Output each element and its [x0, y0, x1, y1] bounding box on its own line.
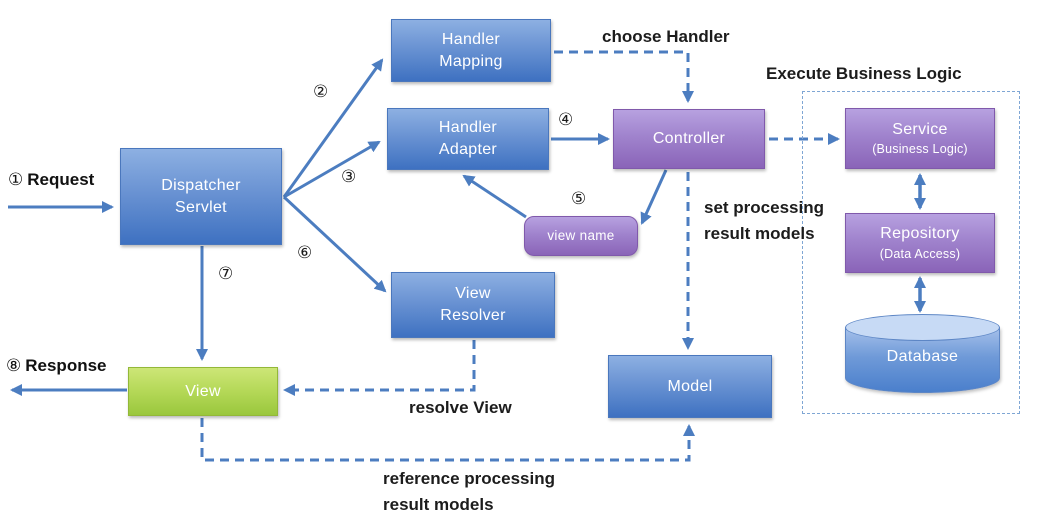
arrow-step2-dispatcher-to-handler-mapping [282, 58, 384, 198]
execute-business-logic-label: Execute Business Logic [766, 64, 962, 83]
step6-number: ⑥ [297, 243, 313, 262]
arrow-controller-to-view-name [640, 169, 668, 225]
step8-number: ⑧ [6, 356, 22, 375]
node-handler-adapter: Handler Adapter [387, 108, 549, 170]
step3-number: ③ [341, 167, 357, 186]
step5-number: ⑤ [571, 189, 587, 208]
node-service: Service (Business Logic) [845, 108, 995, 169]
repository-subtitle: (Data Access) [879, 246, 961, 261]
step1-number: ① [8, 170, 24, 189]
step4-number: ④ [558, 110, 574, 129]
node-database: Database [845, 314, 1000, 396]
dashed-choose-handler-to-controller [554, 50, 694, 103]
node-controller: Controller [613, 109, 765, 169]
arrow-step6-dispatcher-to-view-resolver [282, 195, 387, 293]
request-text: Request [27, 170, 95, 189]
node-model: Model [608, 355, 772, 418]
node-view: View [128, 367, 278, 416]
dashed-view-resolver-to-view [283, 340, 476, 396]
set-processing-label: set processing result models [704, 198, 824, 244]
arrow-step3-dispatcher-to-handler-adapter [283, 140, 381, 199]
node-dispatcher-servlet: Dispatcher Servlet [120, 148, 282, 245]
resolve-view-label: resolve View [409, 398, 512, 417]
choose-handler-label: choose Handler [602, 27, 730, 46]
reference-processing-label: reference processing result models [383, 469, 555, 515]
service-subtitle: (Business Logic) [872, 142, 968, 157]
arrow-view-name-to-handler-adapter [462, 174, 527, 219]
step2-number: ② [313, 82, 329, 101]
node-view-name: view name [524, 216, 638, 256]
repository-title: Repository [880, 225, 960, 243]
node-repository: Repository (Data Access) [845, 213, 995, 273]
business-logic-frame [802, 91, 1020, 414]
database-label: Database [886, 348, 959, 365]
node-handler-mapping: Handler Mapping [391, 19, 551, 82]
response-text: Response [25, 356, 107, 375]
database-cylinder-top [845, 314, 1000, 341]
step7-number: ⑦ [218, 264, 234, 283]
dashed-view-to-model-reference [200, 418, 695, 462]
service-title: Service [892, 120, 948, 138]
node-view-resolver: View Resolver [391, 272, 555, 338]
